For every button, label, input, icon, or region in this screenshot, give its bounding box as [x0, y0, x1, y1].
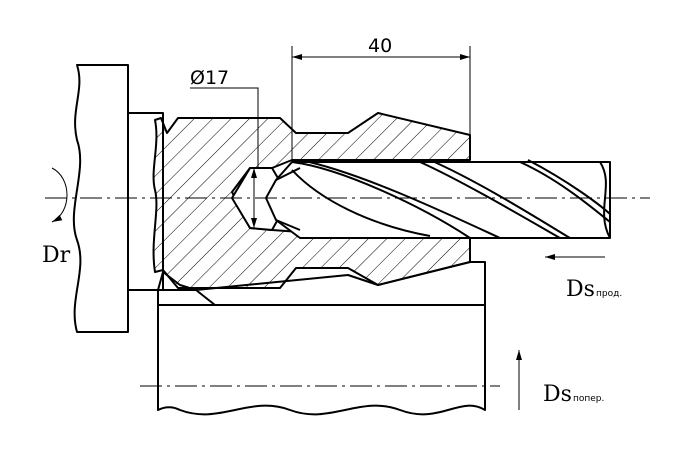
feed-cross-subscript: попер. [573, 394, 604, 404]
drill-inner-edge [291, 169, 431, 237]
drill-flute-4 [429, 159, 571, 239]
dim-40-label: 40 [368, 35, 392, 57]
drill-tip-line [275, 167, 301, 231]
drill-body [265, 161, 611, 239]
lower-ridge [157, 261, 486, 306]
dim-d17-leader [190, 87, 259, 168]
feed-long-symbol: Ds [566, 277, 595, 302]
drill-flute-6 [527, 159, 611, 215]
rotation-arrow [51, 167, 68, 223]
rotation-label: Dr [42, 243, 71, 268]
drill-flute-3 [419, 161, 561, 239]
chuck-body [72, 64, 129, 333]
drill-flute-2 [299, 159, 501, 239]
lower-body [157, 304, 486, 416]
feed-long-subscript: прод. [596, 289, 622, 299]
feed-cross-symbol: Ds [543, 382, 572, 407]
drill-flute-1 [291, 161, 471, 239]
dim-d17-label: Ø17 [190, 67, 229, 89]
